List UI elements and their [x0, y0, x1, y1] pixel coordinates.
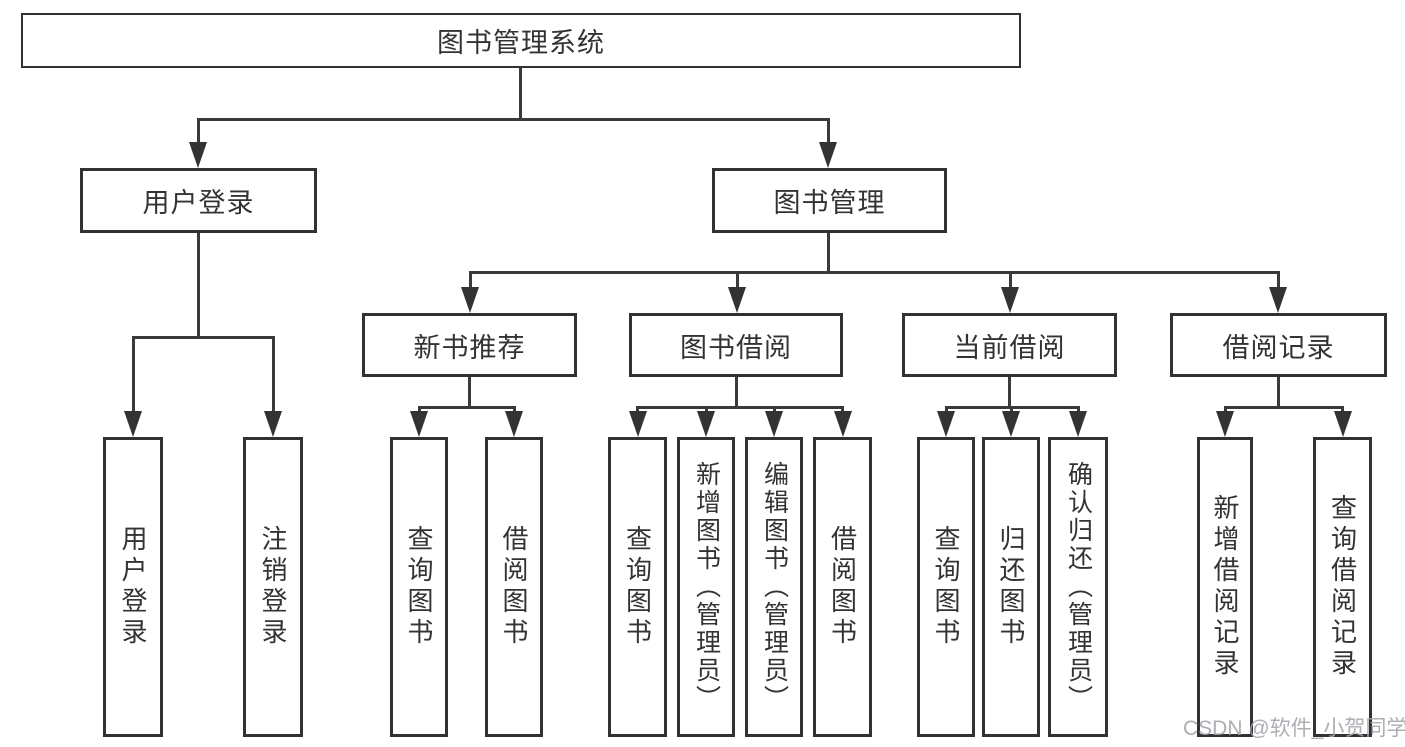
node-label: 借阅记录 [1222, 332, 1335, 363]
arrowhead-down [629, 411, 647, 437]
leaf-newbook-query-books: 查询图书 [390, 437, 448, 737]
node-label: 新增图书（管理员） [692, 461, 721, 713]
csdn-watermark: CSDN @软件_小贺同学 [1183, 717, 1405, 740]
node-borrow-record: 借阅记录 [1170, 313, 1387, 377]
connector-bookmgmt-trunk [827, 233, 830, 271]
connector-stem [736, 271, 739, 291]
connector-root-branch [197, 118, 830, 121]
arrowhead-down [765, 411, 783, 437]
connector-stem [1277, 271, 1280, 291]
node-label: 查询图书 [931, 525, 961, 649]
leaf-user-login: 用户登录 [103, 437, 163, 737]
leaf-newbook-borrow-books: 借阅图书 [485, 437, 543, 737]
node-label: 图书管理 [773, 188, 886, 218]
arrowhead-down [834, 411, 852, 437]
node-label: 图书管理系统 [437, 28, 605, 58]
node-user-login: 用户登录 [80, 168, 317, 233]
node-book-management: 图书管理 [712, 168, 947, 233]
arrowhead-down [697, 411, 715, 437]
node-label: 新书推荐 [413, 332, 526, 363]
connector-stem [272, 336, 275, 413]
arrowhead-down [1334, 411, 1352, 437]
connector-stem [1009, 271, 1012, 291]
connector-bookborrow-branch [637, 406, 843, 409]
leaf-query-borrow-record: 查询借阅记录 [1313, 437, 1372, 737]
leaf-borrow-query-books: 查询图书 [608, 437, 667, 737]
node-label: 借阅图书 [499, 525, 529, 649]
arrowhead-down [1069, 411, 1087, 437]
connector-currentborrow-branch [946, 406, 1080, 409]
node-new-book-recommend: 新书推荐 [362, 313, 577, 377]
arrowhead-down [124, 411, 142, 437]
node-label: 新增借阅记录 [1210, 494, 1240, 680]
node-label: 查询图书 [404, 525, 434, 649]
connector-stem [827, 118, 830, 146]
connector-root-trunk [519, 68, 522, 118]
arrowhead-down [819, 142, 837, 168]
leaf-add-borrow-record: 新增借阅记录 [1197, 437, 1253, 737]
leaf-return-books: 归还图书 [982, 437, 1040, 737]
arrowhead-down [264, 411, 282, 437]
node-book-borrow: 图书借阅 [629, 313, 843, 377]
leaf-logout: 注销登录 [243, 437, 303, 737]
arrowhead-down [1269, 287, 1287, 313]
connector-borrowrecord-trunk [1277, 377, 1280, 407]
node-label: 注销登录 [258, 525, 288, 649]
connector-borrowrecord-branch [1225, 406, 1343, 409]
connector-stem [132, 336, 135, 413]
connector-stem [469, 271, 472, 291]
arrowhead-down [461, 287, 479, 313]
node-label: 图书借阅 [680, 332, 792, 363]
node-label: 查询图书 [622, 525, 653, 649]
node-label: 用户登录 [142, 188, 255, 218]
connector-currentborrow-trunk [1008, 377, 1011, 407]
node-label: 归还图书 [996, 525, 1026, 649]
arrowhead-down [937, 411, 955, 437]
arrowhead-down [410, 411, 428, 437]
connector-userlogin-branch [132, 336, 274, 339]
connector-bookborrow-trunk [735, 377, 738, 407]
leaf-confirm-return-admin: 确认归还（管理员） [1048, 437, 1108, 737]
leaf-edit-books-admin: 编辑图书（管理员） [745, 437, 803, 737]
node-label: 借阅图书 [827, 525, 858, 649]
node-label: 查询借阅记录 [1327, 494, 1358, 680]
connector-newbook-trunk [468, 377, 471, 407]
leaf-current-query-books: 查询图书 [917, 437, 975, 737]
arrowhead-down [505, 411, 523, 437]
connector-newbook-branch [419, 406, 515, 409]
node-label: 编辑图书（管理员） [760, 461, 789, 713]
node-label: 确认归还（管理员） [1064, 461, 1093, 713]
arrowhead-down [1216, 411, 1234, 437]
leaf-add-books-admin: 新增图书（管理员） [677, 437, 735, 737]
arrowhead-down [189, 142, 207, 168]
node-label: 当前借阅 [953, 332, 1066, 363]
connector-bookmgmt-branch [469, 271, 1279, 274]
arrowhead-down [728, 287, 746, 313]
arrowhead-down [1001, 287, 1019, 313]
node-label: 用户登录 [118, 525, 148, 649]
connector-stem [197, 118, 200, 146]
connector-userlogin-trunk [197, 233, 200, 336]
arrowhead-down [1002, 411, 1020, 437]
node-root-system: 图书管理系统 [21, 13, 1021, 68]
leaf-borrow-borrow-books: 借阅图书 [813, 437, 872, 737]
node-current-borrow: 当前借阅 [902, 313, 1117, 377]
